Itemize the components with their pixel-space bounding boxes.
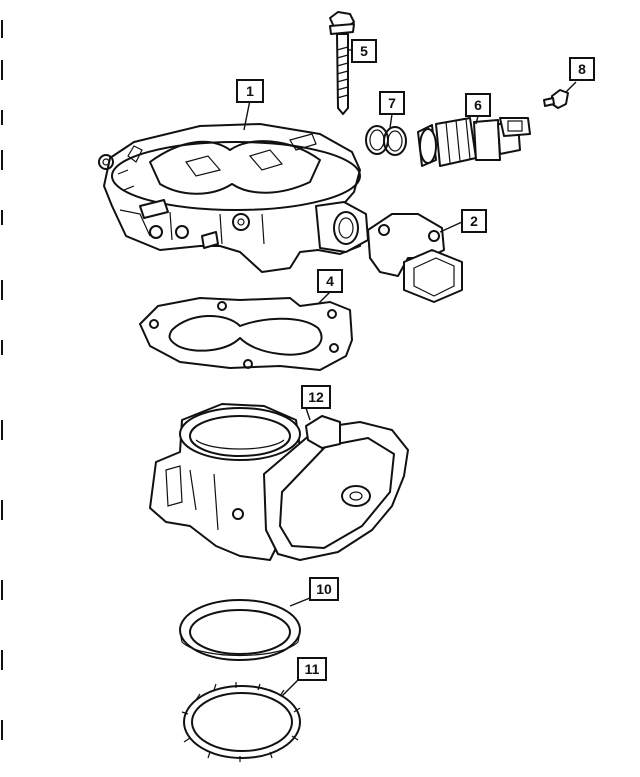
svg-text:8: 8	[578, 61, 586, 77]
callout-7: 7	[379, 91, 405, 115]
part-electronic-throttle-body	[149, 403, 409, 561]
svg-text:4: 4	[326, 273, 334, 289]
svg-text:10: 10	[316, 581, 332, 597]
callout-2: 2	[461, 209, 487, 233]
callout-6: 6	[465, 93, 491, 117]
callout-1: 1	[236, 79, 264, 103]
callout-11: 11	[297, 657, 327, 681]
part-screw	[543, 89, 569, 109]
callout-12: 12	[301, 385, 331, 409]
svg-text:5: 5	[360, 43, 368, 59]
leader-lines	[243, 49, 577, 697]
svg-text:12: 12	[308, 389, 324, 405]
svg-text:2: 2	[470, 213, 478, 229]
part-throttle-position-sensor	[367, 213, 463, 303]
svg-text:7: 7	[388, 95, 396, 111]
callout-5: 5	[351, 39, 377, 63]
svg-text:6: 6	[474, 97, 482, 113]
part-retaining-ring	[181, 682, 301, 762]
part-gasket	[139, 297, 353, 371]
part-idle-air-control-motor	[417, 117, 531, 167]
callout-8: 8	[569, 57, 595, 81]
callout-10: 10	[309, 577, 339, 601]
part-throttle-body-adapter	[98, 123, 369, 273]
part-o-rings	[365, 125, 407, 156]
svg-text:11: 11	[305, 661, 320, 677]
part-seal-ring	[179, 599, 301, 661]
callout-4: 4	[317, 269, 343, 293]
svg-text:1: 1	[246, 83, 254, 99]
part-bolt	[329, 11, 355, 115]
